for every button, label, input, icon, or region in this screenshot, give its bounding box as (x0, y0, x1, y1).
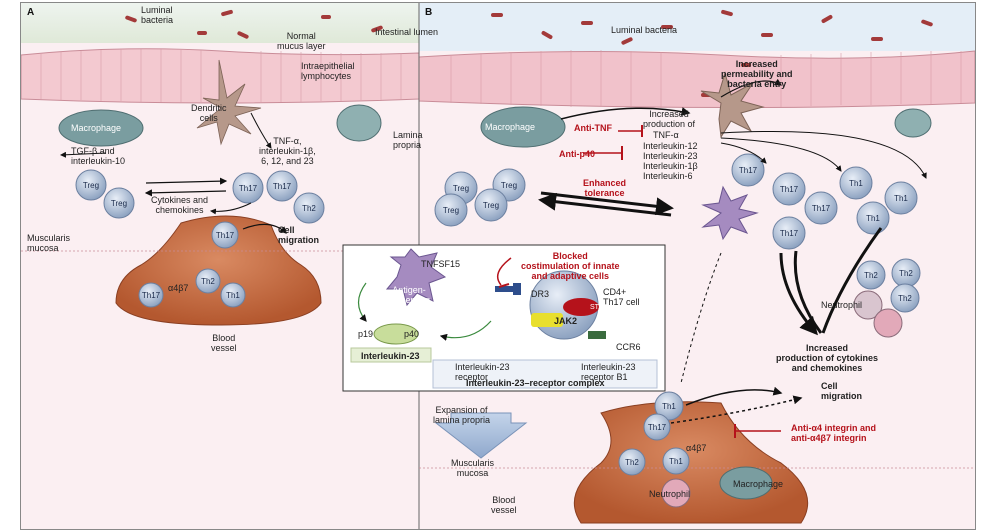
expansion-arrow (434, 412, 528, 459)
intestinal-lumen: Intestinal lumen (375, 27, 439, 37)
macrophage-b2 (894, 108, 932, 138)
b-increased-cytokines: Increased production of cytokines and ch… (776, 343, 879, 373)
a-th17-1: Th17 (238, 184, 258, 193)
inset-il23: Interleukin-23 (361, 351, 420, 361)
b-expansion: Expansion of lamina propria (433, 405, 491, 425)
b-neutrophil-vessel: Neutrophil (649, 489, 691, 499)
inset-complex: Interleukin-23–receptor complex (466, 378, 605, 388)
lamina-propria: Lamina propria (393, 130, 423, 150)
a-tgf-il10: TGF-β and interleukin-10 (71, 146, 126, 166)
inset-ccr6: CCR6 (616, 342, 641, 352)
a-treg-2: Treg (110, 199, 128, 208)
panel-a-letter: A (27, 7, 35, 18)
b-a4b7: α4β7 (686, 443, 707, 453)
b-th1-3: Th1 (866, 214, 880, 223)
b-treg-3: Treg (442, 206, 460, 215)
b-blood-vessel: Blood vessel (491, 495, 517, 515)
b-th17-1: Th17 (738, 166, 758, 175)
b-anti-p40: Anti-p40 (559, 149, 595, 159)
bacteria (125, 9, 933, 97)
panel-a-cells (75, 169, 325, 224)
b-treg-1: Treg (452, 184, 470, 193)
b-cell-migration: Cell migration (821, 381, 863, 401)
inset-il23rb1: Interleukin-23 receptor B1 (581, 362, 636, 382)
panel-a-vessel-cells (138, 221, 246, 308)
b-treg-4: Treg (482, 201, 500, 210)
b-anti-tnf: Anti-TNF (574, 123, 612, 133)
panel-b-vessel-cells (618, 391, 773, 508)
a-a4b7: α4β7 (168, 283, 189, 293)
a-th2-vessel: Th2 (201, 277, 215, 286)
dendritic-cell-b (700, 71, 765, 139)
a-blood-vessel: Blood vessel (211, 333, 237, 353)
inset-apc (385, 248, 447, 307)
inset-p19: p19 (358, 329, 374, 339)
panel-b-tregs (434, 168, 526, 227)
lumen-b (419, 3, 975, 51)
diagram-canvas (21, 3, 975, 529)
b-anti-integrin: Anti-α4 integrin and anti-α4β7 integrin (791, 423, 877, 443)
epithelium-b (418, 50, 975, 109)
b-th1-1: Th1 (849, 179, 863, 188)
a-cell-migration: Cell migration (278, 225, 320, 245)
b-th17-3: Th17 (811, 204, 831, 213)
a-muscularis: Muscularis mucosa (27, 233, 71, 253)
b-increased-permeability: Increased permeability and bacteria entr… (721, 59, 793, 89)
macrophage-a2 (336, 104, 382, 142)
b-th1-vessel: Th1 (662, 402, 676, 411)
figure-frame: A B Luminal bacteria Normal mucus layer … (20, 2, 976, 530)
inset-jak2: JAK2 (554, 316, 578, 326)
b-luminal-bacteria: Luminal bacteria (611, 25, 678, 35)
a-intraepithelial: Intraepithelial lymphocytes (301, 61, 355, 81)
macrophage-a (58, 109, 144, 147)
a-th17-vessel: Th17 (215, 231, 235, 240)
inset-apc: Antigen- presenting cell (388, 285, 431, 315)
panel-b-letter: B (425, 7, 433, 18)
b-th2-2: Th2 (899, 269, 913, 278)
inset-il23r: Interleukin-23 receptor (455, 362, 510, 382)
b-th2-1: Th2 (864, 271, 878, 280)
inset-p40: p40 (404, 329, 420, 339)
panel-b-effector-cells (731, 153, 921, 338)
a-normal-mucus: Normal mucus layer (277, 31, 326, 51)
b-il-list: Interleukin-12 Interleukin-23 Interleuki… (643, 141, 698, 181)
dendritic-cell-a (196, 59, 262, 146)
b-th2-3: Th2 (898, 294, 912, 303)
inset-cd4: CD4+ Th17 cell (603, 287, 640, 307)
b-th17-4: Th17 (779, 229, 799, 238)
a-th17-vessel-2: Th17 (141, 291, 161, 300)
a-tnf-list: TNF-α, interleukin-1β, 6, 12, and 23 (259, 136, 316, 166)
apc-b (701, 185, 759, 241)
b-th17-2: Th17 (779, 185, 799, 194)
b-neutrophil: Neutrophil (821, 300, 863, 310)
inset-tnfsf15: TNFSF15 (421, 259, 461, 269)
a-cytokines-chemokines: Cytokines and chemokines (151, 195, 209, 215)
a-th17-2: Th17 (272, 182, 292, 191)
b-th1-vessel-2: Th1 (669, 457, 683, 466)
epithelial-cells (40, 49, 962, 108)
b-macrophage-vessel: Macrophage (733, 479, 784, 489)
a-th1-vessel: Th1 (226, 291, 240, 300)
b-enhanced-tolerance: Enhanced tolerance (583, 178, 627, 198)
inset-dr3: DR3 (531, 289, 550, 299)
b-th17-vessel: Th17 (647, 423, 667, 432)
b-increased-production: Increased production of (643, 109, 696, 129)
a-th2: Th2 (302, 204, 316, 213)
macrophage-b (480, 106, 566, 148)
b-th1-2: Th1 (894, 194, 908, 203)
a-luminal-bacteria: Luminal bacteria (141, 5, 174, 25)
inset-stat: STAT (590, 304, 607, 311)
b-treg-2: Treg (500, 181, 518, 190)
a-dendritic-cells: Dendritic cells (191, 103, 227, 123)
lumen-a (21, 3, 419, 43)
b-muscularis: Muscularis mucosa (451, 458, 495, 478)
b-macrophage: Macrophage (485, 122, 536, 132)
a-macrophage: Macrophage (71, 123, 122, 133)
inset-blocked: Blocked costimulation of innate and adap… (521, 251, 620, 281)
b-tnf: TNF-α (653, 130, 679, 140)
a-treg-1: Treg (82, 181, 100, 190)
b-th2-vessel: Th2 (625, 458, 639, 467)
